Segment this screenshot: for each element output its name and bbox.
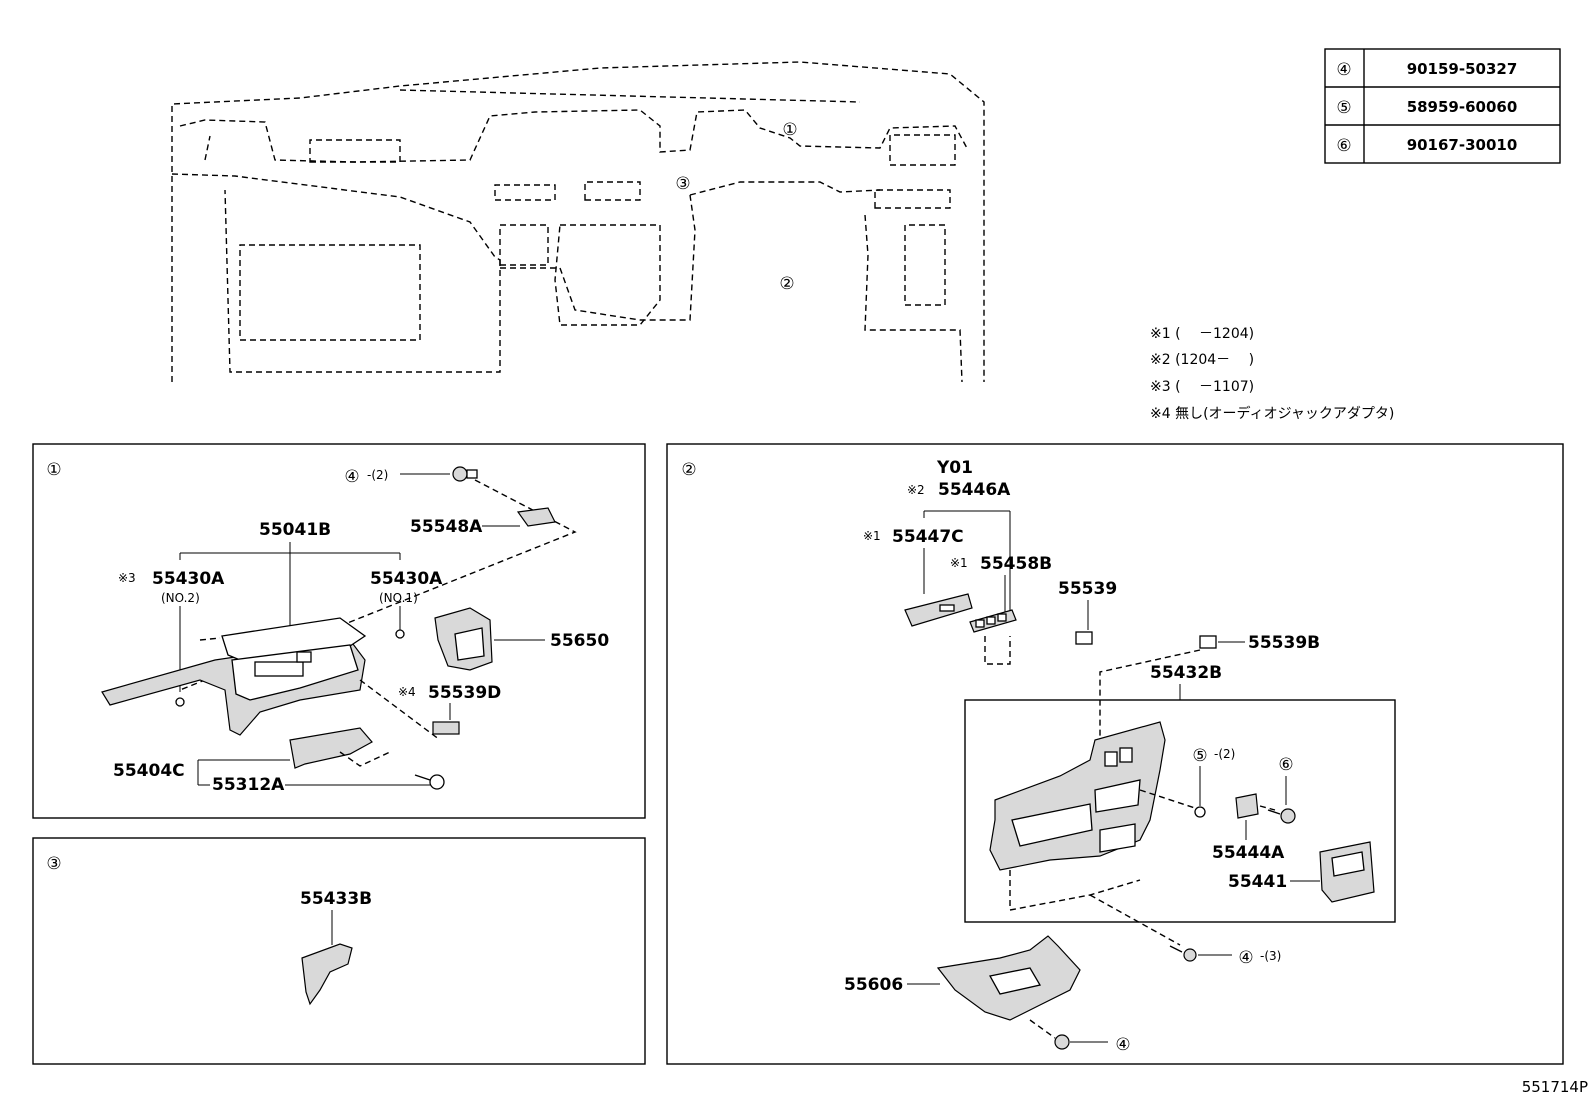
notes: ※1 ( －1204) ※2 (1204－ ) ※3 ( －1107) ※4 無… — [1150, 326, 1394, 422]
trim-55433b — [301, 943, 353, 1006]
dashboard-overview: ① ③ ② — [171, 61, 985, 383]
p2-55606: 55606 — [844, 975, 903, 995]
note-2: ※2 (1204－ ) — [1150, 352, 1254, 368]
p1-55430a-right: 55430A — [370, 569, 443, 589]
bracket-55444a — [1235, 793, 1259, 819]
p1-55312a: 55312A — [212, 775, 285, 795]
illustration-code: 551714P — [1522, 1078, 1588, 1096]
p2-ref4a-qty: -(3) — [1260, 949, 1281, 963]
p1-55650: 55650 — [550, 631, 609, 651]
panel-2-index: ② — [681, 460, 696, 480]
switch-55447c — [904, 593, 973, 627]
panel-1: ① ④ -(2) 55548A 55041B ※3 55430A (NO.2) … — [32, 443, 646, 819]
p1-no2: (NO.2) — [161, 591, 200, 605]
p1-55548a: 55548A — [410, 517, 483, 537]
p1-note4: ※4 — [398, 685, 416, 699]
table-ref-5: ⑤ — [1336, 98, 1351, 118]
sub-assembly-box — [964, 699, 1396, 923]
fastener-table: ④ 90159-50327 ⑤ 58959-60060 ⑥ 90167-3001… — [1324, 48, 1561, 164]
screw-icon-4a — [1169, 945, 1197, 962]
lower-panel-assembly — [101, 617, 405, 736]
table-part-5: 58959-60060 — [1407, 98, 1518, 116]
switch-55458b — [969, 609, 1017, 633]
bracket-55606 — [936, 935, 1081, 1021]
p1-note3: ※3 — [118, 571, 136, 585]
screw-icon-6 — [1267, 808, 1296, 824]
screw-icon-4b — [1054, 1034, 1070, 1050]
note-1: ※1 ( －1204) — [1150, 326, 1254, 342]
p2-ref4a: ④ — [1238, 948, 1253, 968]
connector-55539 — [1075, 631, 1093, 645]
p2-55458b: 55458B — [980, 554, 1052, 574]
connector-55539b — [1199, 635, 1217, 649]
clip-icon — [516, 507, 556, 527]
p2-55441: 55441 — [1228, 872, 1287, 892]
panel-3-index: ③ — [46, 854, 61, 874]
overview-callout-2: ② — [779, 274, 794, 294]
p1-screw-ref: ④ — [344, 467, 359, 487]
table-part-6: 90167-30010 — [1407, 136, 1518, 154]
vent-55650 — [434, 607, 493, 671]
cover-55312a — [289, 727, 373, 769]
note-4: ※4 無し(オーディオジャックアダプタ) — [1150, 405, 1394, 422]
panel-1-index: ① — [46, 460, 61, 480]
p2-note1b: ※1 — [950, 556, 968, 570]
p2-y01: Y01 — [936, 458, 973, 478]
p1-55430a-left: 55430A — [152, 569, 225, 589]
jack-adapter-55539d — [432, 721, 460, 735]
p2-55539b: 55539B — [1248, 633, 1320, 653]
p2-55446a: 55446A — [938, 480, 1011, 500]
p2-55447c: 55447C — [892, 527, 964, 547]
p1-screw-qty: -(2) — [367, 468, 388, 482]
p1-55404c: 55404C — [113, 761, 185, 781]
p2-ref4b: ④ — [1115, 1035, 1130, 1055]
p2-ref5-qty: -(2) — [1214, 747, 1235, 761]
clip-icon-5 — [1194, 806, 1206, 818]
console-panel-55432b — [989, 721, 1166, 871]
p2-55539: 55539 — [1058, 579, 1117, 599]
p3-55433b: 55433B — [300, 889, 372, 909]
p1-55539d: 55539D — [428, 683, 501, 703]
overview-callout-1: ① — [782, 120, 797, 140]
p2-55432b: 55432B — [1150, 663, 1222, 683]
note-3: ※3 ( －1107) — [1150, 379, 1254, 395]
panel-3: ③ 55433B — [32, 837, 646, 1065]
overview-callout-3: ③ — [675, 174, 690, 194]
pocket-55441 — [1319, 841, 1375, 903]
p2-ref6: ⑥ — [1278, 755, 1293, 775]
p2-note2: ※2 — [907, 483, 925, 497]
table-ref-4: ④ — [1336, 60, 1351, 80]
p2-note1a: ※1 — [863, 529, 881, 543]
bolt-icon — [414, 774, 445, 790]
p1-no1: (NO.1) — [379, 591, 418, 605]
table-part-4: 90159-50327 — [1407, 60, 1518, 78]
p1-55041b: 55041B — [259, 520, 331, 540]
table-ref-6: ⑥ — [1336, 136, 1351, 156]
panel-2: ② Y01 ※2 55446A ※1 55447C ※1 55458B 5553… — [666, 443, 1564, 1065]
screw-icon — [452, 466, 478, 482]
p2-55444a: 55444A — [1212, 843, 1285, 863]
p2-ref5: ⑤ — [1192, 746, 1207, 766]
